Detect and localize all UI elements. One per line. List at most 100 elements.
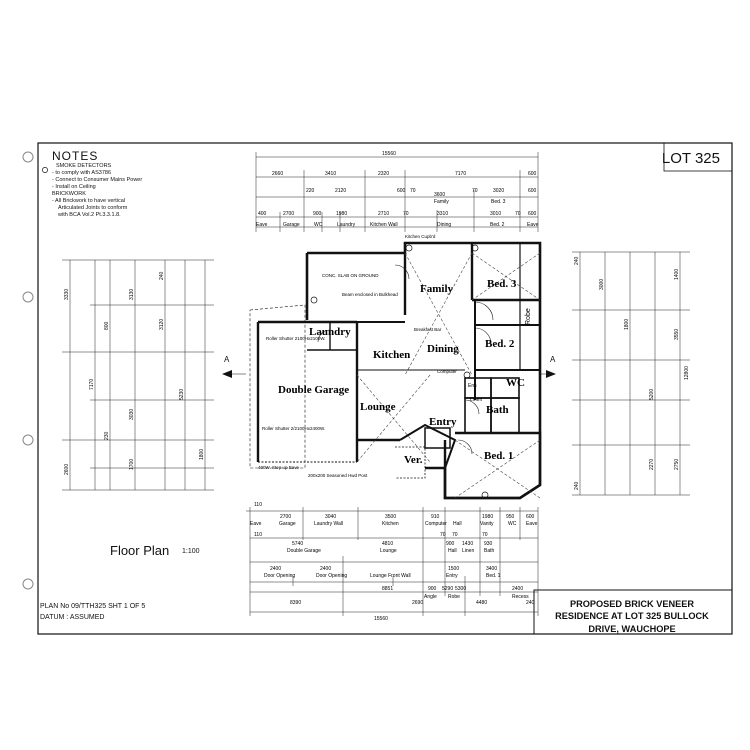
annotation-kitchen-cupbd: Kitchen Cupb'd: [405, 234, 436, 239]
annotation-beam: Beam enclosed in Bulkhead: [342, 292, 398, 297]
note-line: BRICKWORK: [52, 191, 86, 197]
dimension-label: 70: [410, 188, 416, 194]
dimension-label: Computer: [425, 521, 447, 527]
note-line: - Connect to Consumer Mains Power: [52, 177, 143, 183]
dimension-label: 7170: [89, 379, 95, 390]
dimension-label: 3130: [129, 289, 135, 300]
dimension-label: 70: [482, 532, 488, 538]
dimension-label: 5200: [649, 389, 655, 400]
right-dimensions: 240 1400 12800 5200 3550 3000 1800 2270 …: [574, 256, 690, 490]
dimension-label: Dining: [437, 222, 451, 228]
dimension-label: 900: [446, 541, 455, 547]
dimension-label: 3500: [385, 514, 396, 520]
dimension-label: 1980: [336, 211, 347, 217]
room-verandah: Ver.: [404, 454, 423, 466]
dimension-label: 900: [428, 586, 437, 592]
dimension-label: 70: [472, 188, 478, 194]
dim-bottom-overall: 15560: [374, 616, 388, 622]
dimension-label: 2660: [272, 171, 283, 177]
annotation-step-up: 400W. Step up Eave: [258, 465, 300, 470]
dimension-label: 1800: [199, 449, 205, 460]
top-dimensions: 15560 2660 3410 2320 7170 600 220 2120 6…: [256, 151, 539, 228]
dimension-label: 600: [528, 171, 537, 177]
dimension-label: Garage: [279, 521, 296, 527]
dimension-label: 1800: [624, 319, 630, 330]
dimension-label: 220: [306, 188, 315, 194]
dimension-label: 600: [528, 211, 537, 217]
dimension-label: 4810: [382, 541, 393, 547]
lot-label: LOT 325: [661, 150, 720, 167]
dimension-label: 8390: [290, 600, 301, 606]
dimension-label: 3550: [674, 329, 680, 340]
note-line: with BCA Vol.2 Pt.3.3.1.8.: [58, 212, 121, 218]
dimension-label: Hall: [448, 548, 457, 554]
left-dimensions: 3330 2600 7170 800 3130 240 3120 3030 52…: [64, 271, 205, 475]
note-line: SMOKE DETECTORS: [56, 163, 112, 169]
annotation-slab: CONC. SLAB ON GROUND: [322, 273, 379, 278]
annotation-roller-shutter-1: Roller Shutter 2100Hx2100W.: [266, 336, 326, 341]
dimension-label: 800: [104, 321, 110, 330]
door-swings: [317, 264, 494, 455]
dimension-label: Bed. 2: [490, 222, 505, 228]
dimension-label: Hall: [453, 521, 462, 527]
dimension-label: 2270: [649, 459, 655, 470]
room-bed2: Bed. 2: [485, 338, 515, 350]
dimension-label: 240: [526, 600, 535, 606]
annotation-roller-shutter-2: Roller Shutter 2/2100Hx2400W.: [262, 426, 325, 431]
dimension-label: 2400: [320, 566, 331, 572]
dimension-label: 3120: [159, 319, 165, 330]
room-bath: Bath: [486, 404, 509, 416]
dimension-label: Kitchen Wall: [370, 222, 398, 228]
dimension-label: WC: [314, 222, 323, 228]
dimension-label: Door Opening: [264, 573, 295, 579]
room-robe: Robe: [525, 308, 532, 325]
dimension-label: Door Opening: [316, 573, 347, 579]
dimension-label: 1980: [482, 514, 493, 520]
dimension-label: Bed. 3: [491, 199, 506, 205]
dimension-label: 230: [104, 431, 110, 440]
ceiling-lines: [356, 252, 541, 499]
dimension-label: Angle: [424, 594, 437, 600]
dimension-label: 910: [431, 514, 440, 520]
dimension-label: 110: [254, 502, 262, 508]
dimension-label: 900: [313, 211, 322, 217]
room-double-garage: Double Garage: [278, 384, 349, 396]
room-ens: Ens: [468, 383, 477, 389]
left-dimension-lines: [62, 259, 214, 491]
dimension-label: 240: [574, 256, 580, 265]
dimension-label: 2400: [270, 566, 281, 572]
dimension-label: WC: [508, 521, 517, 527]
room-laundry: Laundry: [309, 326, 351, 338]
room-linen: Linen: [470, 397, 482, 403]
dimension-label: 3040: [325, 514, 336, 520]
dimension-label: 2120: [335, 188, 346, 194]
dimension-label: Laundry Wall: [314, 521, 343, 527]
dimension-label: 5230: [179, 389, 185, 400]
note-line: - All Brickwork to have vertical: [52, 198, 126, 204]
dimension-label: 110: [254, 532, 262, 538]
section-a-right: A: [550, 355, 556, 364]
plan-number: PLAN No 09/TTH325 SHT 1 OF 5: [40, 603, 146, 610]
dimension-label: 2690: [412, 600, 423, 606]
dimension-label: 3310: [437, 211, 448, 217]
room-wc: WC: [506, 377, 525, 389]
dimension-label: 4480: [476, 600, 487, 606]
dimension-label: 8851: [382, 586, 393, 592]
dimension-label: 2600: [64, 464, 70, 475]
dimension-label: 12800: [684, 366, 690, 380]
dimension-label: Eave: [527, 222, 539, 228]
dimension-label: 2700: [283, 211, 294, 217]
dimension-label: 600: [526, 514, 535, 520]
dimension-label: 3030: [129, 409, 135, 420]
top-dimension-lines: [255, 152, 539, 232]
dimension-label: Robe: [448, 594, 460, 600]
section-a-left: A: [224, 355, 230, 364]
dimension-label: 2750: [674, 459, 680, 470]
dim-top-overall: 15560: [382, 151, 396, 157]
dimension-label: 1400: [674, 269, 680, 280]
room-dining: Dining: [427, 343, 459, 355]
room-kitchen: Kitchen: [373, 349, 410, 361]
plan-title: Floor Plan: [110, 543, 170, 558]
